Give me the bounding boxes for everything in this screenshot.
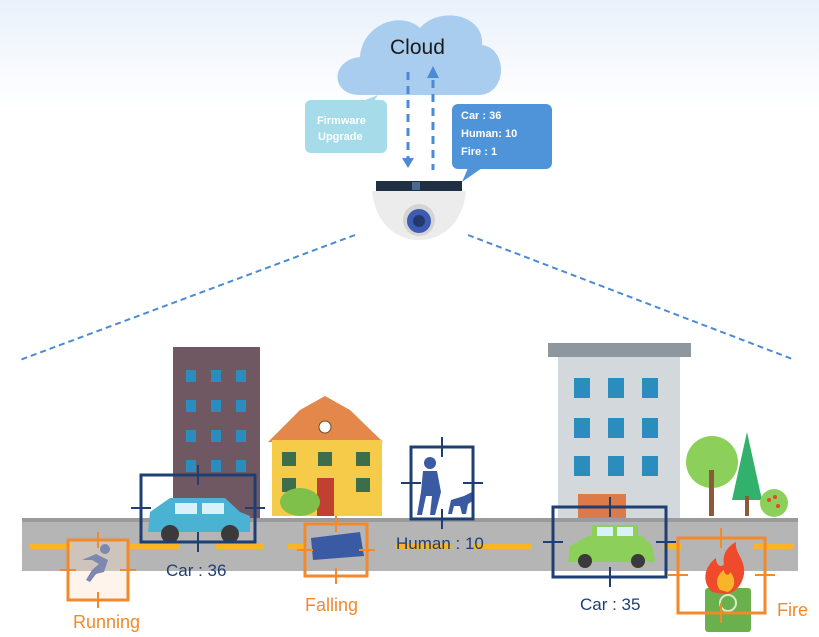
detection-box-human [401,437,483,529]
firmware-bubble-line2: Upgrade [318,131,363,143]
trash-bin-icon [705,588,751,632]
event-box-fire [668,528,775,623]
stats-bubble-line1: Car : 36 [461,110,502,122]
upload-arrow [427,66,439,170]
cloud-label: Cloud [390,36,445,59]
download-arrow [402,72,414,168]
event-box-falling [297,516,375,584]
firmware-bubble [305,95,387,153]
firmware-bubble-line1: Firmware [317,115,366,127]
stats-bubble [452,104,552,182]
car-left-count-label: Car : 36 [166,561,227,580]
fire-icon [705,542,745,594]
green-car [568,525,655,568]
cloud-icon [337,15,502,95]
running-event-label: Running [73,612,141,632]
car-right-count-label: Car : 35 [580,595,641,614]
detection-box-car-right [543,497,676,587]
falling-event-label: Falling [305,595,359,615]
fire-event-label: Fire [777,600,808,620]
runner-figure [82,544,110,582]
trees [686,432,788,517]
view-line-left [19,234,356,361]
yellow-house [268,396,383,516]
detection-box-car-left [131,465,265,552]
human-with-dog-figure [417,457,474,515]
view-line-right [467,234,796,361]
grey-building [548,343,691,532]
human-count-label: Human : 10 [396,534,484,553]
stats-bubble-line2: Human: 10 [461,128,518,140]
blue-car [148,498,250,543]
camera-icon [372,181,466,240]
lane-markings [30,544,794,549]
stats-bubble-line3: Fire : 1 [461,146,498,158]
falling-figure [311,532,364,560]
event-box-running [60,532,136,608]
